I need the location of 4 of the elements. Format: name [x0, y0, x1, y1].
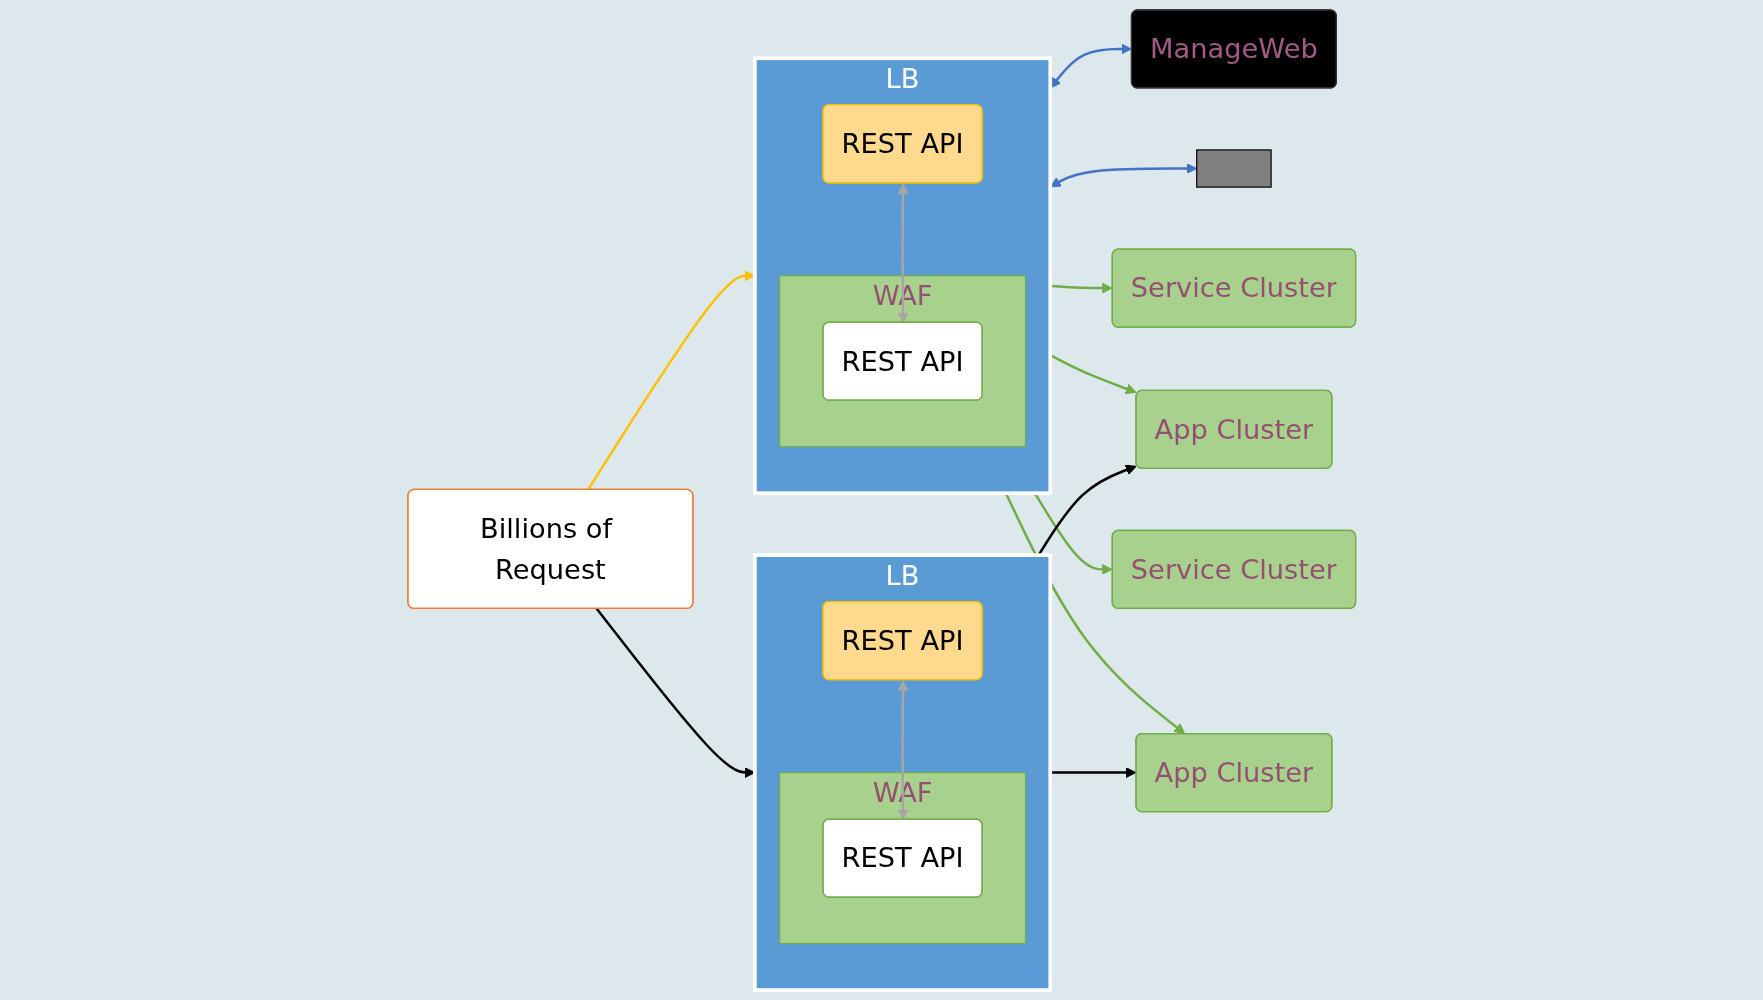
arrow: [897, 183, 909, 324]
arrow: [897, 680, 909, 821]
node-box: [1195, 149, 1272, 188]
arrow: [1037, 464, 1137, 556]
